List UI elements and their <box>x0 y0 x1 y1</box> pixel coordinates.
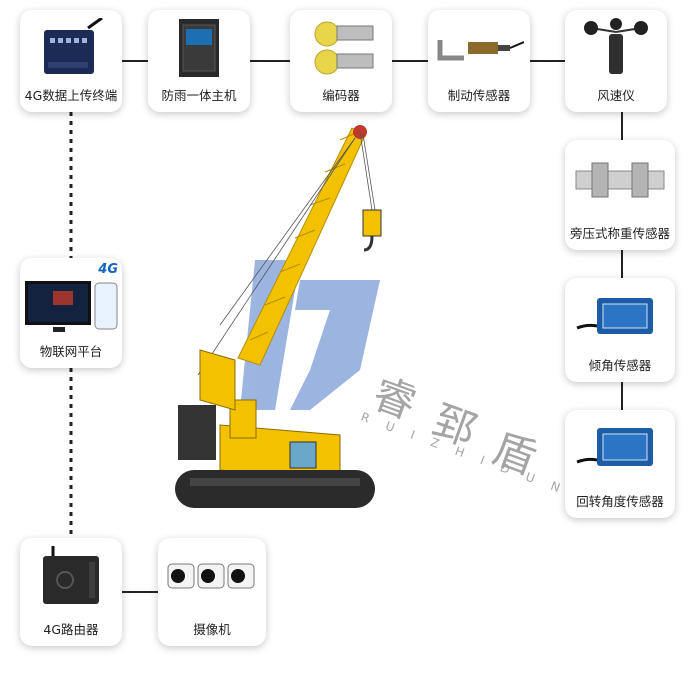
crane-tracks <box>175 470 375 508</box>
card-slew-sensor[interactable]: 回转角度传感器 <box>565 410 675 518</box>
label-anemometer: 风速仪 <box>597 88 635 103</box>
label-camera: 摄像机 <box>193 622 231 637</box>
tilt-sensor-icon <box>565 282 675 350</box>
label-tilt-sensor: 倾角传感器 <box>588 358 652 373</box>
card-camera[interactable]: 摄像机 <box>158 538 266 646</box>
card-brake-sensor[interactable]: 制动传感器 <box>428 10 530 112</box>
label-encoder: 编码器 <box>322 88 360 103</box>
card-anemometer[interactable]: 风速仪 <box>565 10 667 112</box>
router-device-icon <box>20 542 122 610</box>
label-4g-terminal: 4G数据上传终端 <box>24 88 118 103</box>
crane-scene: 睿 郅 盾 R U I Z H I D U N <box>160 110 590 540</box>
card-tilt-sensor[interactable]: 倾角传感器 <box>565 278 675 382</box>
card-iot-platform[interactable]: 4G 物联网平台 <box>20 258 122 368</box>
slew-sensor-icon <box>565 414 675 482</box>
label-brake-sensor: 制动传感器 <box>447 88 511 103</box>
label-slew-sensor: 回转角度传感器 <box>576 494 664 509</box>
label-weighing-sensor: 旁压式称重传感器 <box>569 226 670 241</box>
label-iot-platform: 物联网平台 <box>39 344 103 359</box>
anemometer-icon <box>565 14 667 82</box>
platform-screen-icon <box>20 262 122 342</box>
terminal-device-icon <box>20 14 122 82</box>
brake-sensor-icon <box>428 14 530 82</box>
camera-icon <box>158 542 266 610</box>
crane-hook <box>362 209 382 252</box>
card-rain-host[interactable]: 防雨一体主机 <box>148 10 250 112</box>
label-rain-host: 防雨一体主机 <box>161 88 237 103</box>
host-cabinet-icon <box>148 14 250 82</box>
crane-body <box>178 349 341 481</box>
watermark-text: 睿 郅 盾 R U I Z H I D U N <box>359 368 569 497</box>
card-4g-router[interactable]: 4G路由器 <box>20 538 122 646</box>
card-encoder[interactable]: 编码器 <box>290 10 392 112</box>
encoder-icon <box>290 14 392 82</box>
card-weighing-sensor[interactable]: 旁压式称重传感器 <box>565 140 675 250</box>
weighing-sensor-icon <box>565 144 675 216</box>
label-4g-router: 4G路由器 <box>43 622 99 637</box>
card-4g-terminal[interactable]: 4G数据上传终端 <box>20 10 122 112</box>
badge-4g: 4G <box>98 262 118 277</box>
